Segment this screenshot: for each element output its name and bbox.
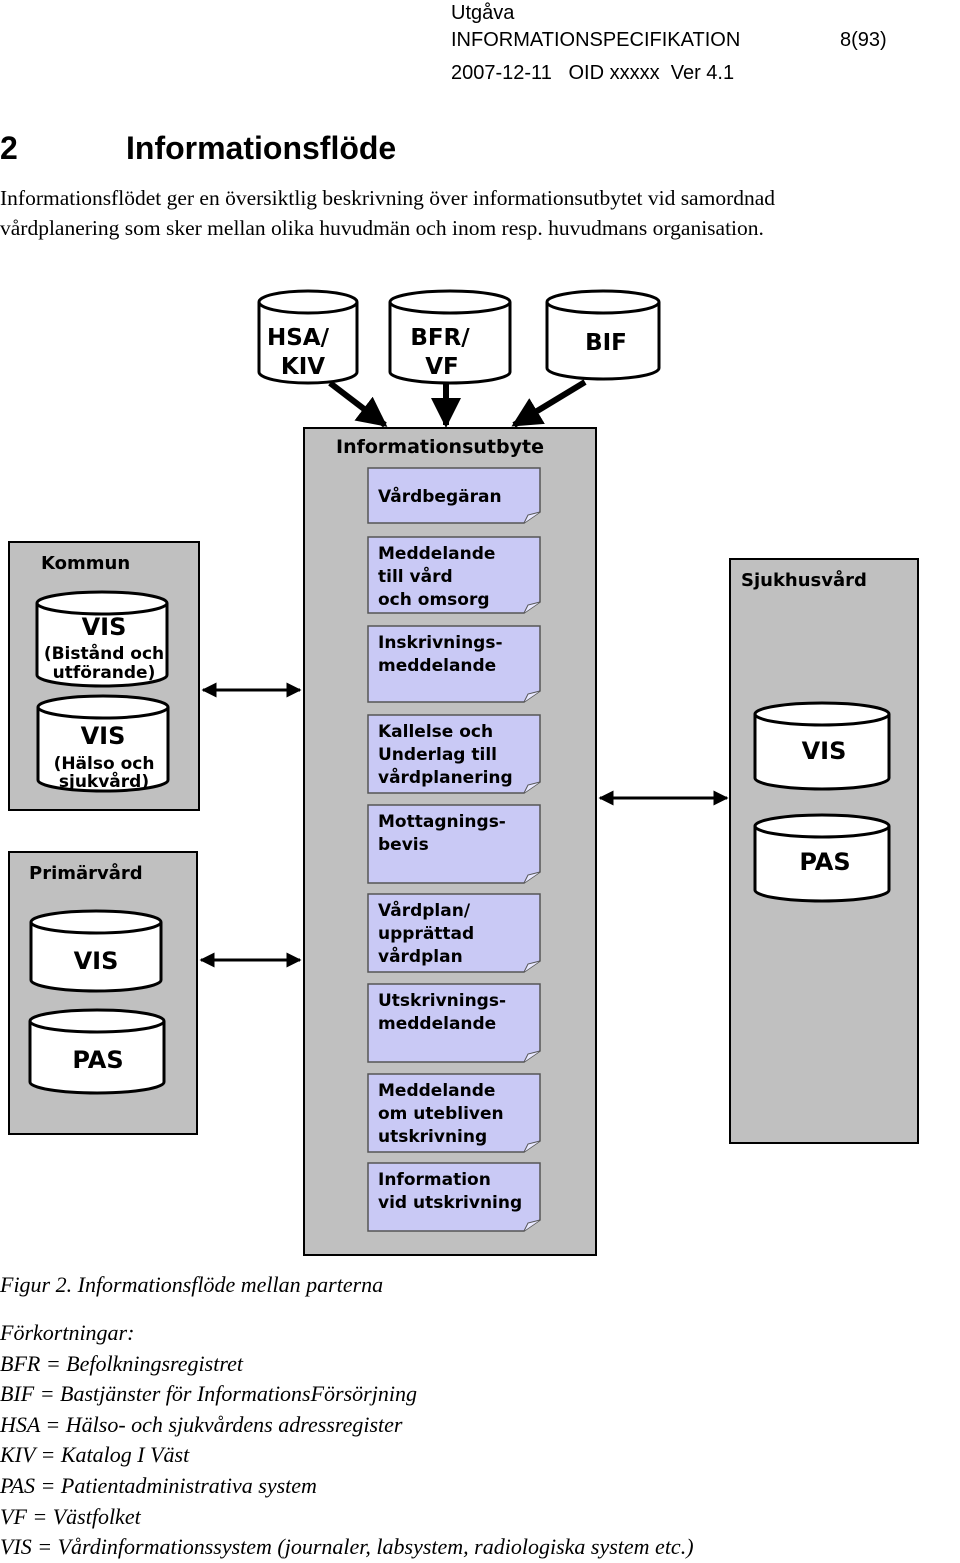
- database-sjukhusvard-vis-label: VIS: [802, 737, 847, 765]
- message-box: Mottagnings-bevis: [367, 804, 541, 884]
- message-box-line: till vård: [378, 565, 453, 587]
- message-box: Inskrivnings-meddelande: [367, 625, 541, 703]
- database-hsa-kiv-line1: HSA/: [267, 325, 330, 351]
- message-box-line: och omsorg: [378, 590, 490, 610]
- arrow-bif-to-exchange: [511, 379, 587, 428]
- database-vis-bistand: VIS (Bistånd och utförande): [35, 590, 169, 688]
- database-primarvard-pas-label: PAS: [72, 1046, 123, 1074]
- abbreviation-item: PAS = Patientadministrativa system: [0, 1472, 317, 1498]
- abbreviation-heading: Förkortningar:: [0, 1320, 135, 1345]
- section-intro: Informationsflödet ger en översiktlig be…: [0, 183, 960, 243]
- message-box-line: Vårdbegäran: [378, 485, 502, 507]
- message-box-line: meddelande: [378, 656, 496, 676]
- abbreviation-list: Förkortningar: BFR = Befolkningsregistre…: [0, 1318, 694, 1563]
- database-vis-bistand-sub1: (Bistånd och: [44, 642, 164, 664]
- exchange-panel-title: Informationsutbyte: [336, 436, 544, 458]
- message-box-line: bevis: [378, 835, 429, 855]
- message-box-line: om utebliven: [378, 1104, 504, 1124]
- header-edition-label: Utgåva: [451, 2, 515, 24]
- abbreviation-item: KIV = Katalog I Väst: [0, 1442, 190, 1468]
- database-bfr-vf-line1: BFR/: [410, 325, 470, 351]
- message-box-line: Meddelande: [378, 1081, 495, 1101]
- information-flow-diagram: HSA/ KIV BFR/ VF BIF Informationsutbyte …: [8, 289, 919, 1256]
- database-bif-label: BIF: [585, 330, 627, 356]
- database-vis-halso-sub2: sjukvård): [59, 770, 149, 792]
- abbreviation-item: VF = Västfolket: [0, 1503, 141, 1529]
- message-box: Vårdbegäran: [367, 467, 541, 524]
- header-page-number: 8(93): [840, 29, 887, 51]
- database-hsa-kiv-line2: KIV: [281, 354, 325, 380]
- kommun-title: Kommun: [41, 553, 130, 574]
- sjukhusvard-panel: Sjukhusvård VIS PAS: [729, 558, 919, 1144]
- abbreviation-item: BFR = Befolkningsregistret: [0, 1350, 243, 1376]
- sjukhusvard-title: Sjukhusvård: [741, 569, 867, 591]
- header-date-version: 2007-12-11 OID xxxxx Ver 4.1: [451, 62, 735, 84]
- database-bfr-vf: BFR/ VF: [388, 289, 512, 385]
- message-box: Information vid utskrivning: [367, 1162, 541, 1232]
- database-bfr-vf-line2: VF: [425, 354, 459, 380]
- message-box-line: meddelande: [378, 1014, 496, 1034]
- kommun-panel: Kommun VIS (Bistånd och utförande) VIS (…: [8, 541, 200, 811]
- message-box-line: utskrivning: [378, 1127, 487, 1147]
- message-box-line: Information: [378, 1170, 491, 1190]
- database-vis-halso-sub1: (Hälso och: [54, 754, 155, 774]
- database-vis-halso-name: VIS: [81, 722, 126, 750]
- database-sjukhusvard-pas: PAS: [753, 813, 891, 903]
- message-box-line: Meddelande: [378, 544, 495, 564]
- message-box-line: Utskrivnings-: [378, 991, 506, 1011]
- database-hsa-kiv: HSA/ KIV: [257, 289, 359, 385]
- message-box-line: Kallelse och: [378, 722, 493, 742]
- message-box-line: upprättad: [378, 924, 474, 944]
- database-primarvard-pas: PAS: [28, 1008, 166, 1095]
- message-box-line: vid utskrivning: [378, 1193, 522, 1213]
- database-vis-bistand-name: VIS: [82, 613, 127, 641]
- database-sjukhusvard-pas-label: PAS: [799, 848, 850, 876]
- message-box: Meddelande om utebliven utskrivning: [367, 1073, 541, 1153]
- section-title: Informationsflöde: [126, 130, 397, 166]
- message-box-line: Vårdplan/: [378, 899, 471, 921]
- database-vis-halso: VIS (Hälso och sjukvård): [36, 694, 170, 793]
- database-sjukhusvard-vis: VIS: [753, 701, 891, 791]
- abbreviation-item: BIF = Bastjänster för InformationsFörsör…: [0, 1381, 417, 1407]
- section-number: 2: [0, 130, 18, 166]
- header-doc-type: INFORMATIONSPECIFIKATION: [451, 29, 741, 51]
- figure-caption: Figur 2. Informationsflöde mellan parter…: [0, 1272, 384, 1297]
- abbreviation-item: VIS = Vårdinformationssystem (journaler,…: [0, 1534, 694, 1560]
- message-box-line: Underlag till: [378, 745, 497, 765]
- message-box: Utskrivnings-meddelande: [367, 983, 541, 1063]
- database-primarvard-vis-label: VIS: [74, 947, 119, 975]
- primarvard-panel: Primärvård VIS PAS: [8, 851, 198, 1135]
- abbreviation-item: HSA = Hälso- och sjukvårdens adressregis…: [0, 1411, 403, 1437]
- message-box-line: Inskrivnings-: [378, 633, 503, 653]
- database-primarvard-vis: VIS: [29, 909, 163, 993]
- database-vis-bistand-sub2: utförande): [53, 663, 156, 683]
- database-bif: BIF: [545, 289, 661, 381]
- primarvard-title: Primärvård: [29, 862, 143, 884]
- intro-line-2: vårdplanering som sker mellan olika huvu…: [0, 216, 764, 240]
- message-box-line: Mottagnings-: [378, 812, 506, 832]
- arrow-hsa-to-exchange: [328, 380, 388, 428]
- message-box-line: vårdplanering: [378, 766, 513, 788]
- message-box-line: vårdplan: [378, 945, 463, 967]
- intro-line-1: Informationsflödet ger en översiktlig be…: [0, 186, 776, 210]
